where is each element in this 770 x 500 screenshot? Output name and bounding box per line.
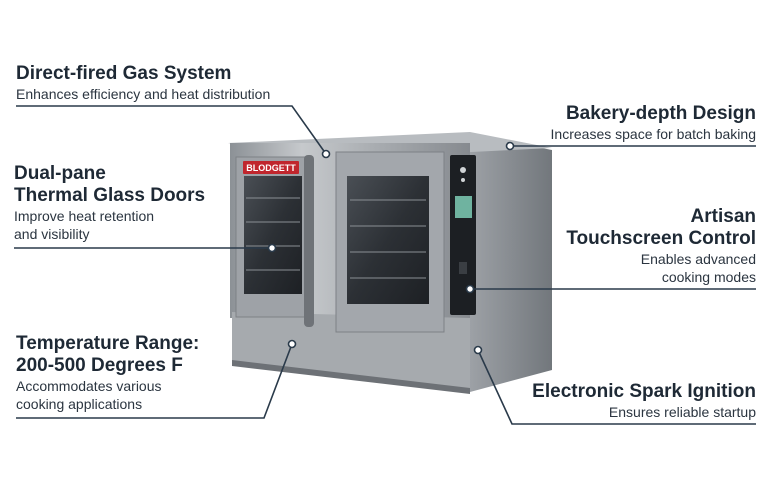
feature-description: Ensures reliable startup — [608, 404, 756, 420]
brand-logo: BLODGETT — [246, 163, 296, 173]
knob-icon — [461, 178, 465, 182]
feature-spark-ignition: Electronic Spark Ignition Ensures reliab… — [532, 381, 756, 421]
callout-lines — [14, 105, 756, 425]
knob-icon — [460, 167, 466, 173]
touchscreen — [455, 196, 472, 218]
control-panel — [450, 155, 476, 315]
callout-gas — [16, 105, 327, 155]
oven-base-shadow — [232, 360, 470, 394]
feature-description: and visibility — [14, 226, 90, 242]
right-door-glass — [347, 176, 429, 304]
feature-title: Direct-fired Gas System — [16, 63, 232, 84]
left-door-glass — [244, 176, 302, 294]
feature-title: Thermal Glass Doors — [14, 185, 206, 206]
feature-description: Increases space for batch baking — [550, 126, 756, 142]
power-switch — [459, 262, 467, 274]
callout-spark — [477, 349, 756, 425]
feature-description: Accommodates various — [16, 378, 162, 394]
feature-touchscreen: Artisan Touchscreen Control Enables adva… — [566, 206, 756, 286]
callout-temp — [16, 343, 293, 419]
feature-description: Enables advanced — [640, 251, 756, 267]
door-handle — [304, 155, 314, 327]
feature-title: Artisan — [690, 206, 756, 227]
feature-bakery-depth: Bakery-depth Design Increases space for … — [551, 103, 756, 143]
feature-temperature-range: Temperature Range: 200-500 Degrees F Acc… — [16, 333, 199, 413]
feature-description: cooking modes — [661, 269, 756, 285]
feature-title: Bakery-depth Design — [565, 103, 756, 124]
right-oven-racks — [350, 199, 426, 279]
brand-plate — [243, 161, 299, 174]
feature-description: cooking applications — [16, 396, 143, 412]
feature-title: Electronic Spark Ignition — [532, 381, 756, 402]
oven-side-panel — [470, 134, 552, 392]
feature-gas-system: Direct-fired Gas System Enhances efficie… — [16, 63, 270, 103]
feature-description: Improve heat retention — [14, 208, 155, 224]
feature-title: 200-500 Degrees F — [16, 355, 183, 376]
feature-title: Dual-pane — [14, 163, 106, 184]
feature-description: Enhances efficiency and heat distributio… — [16, 86, 271, 102]
feature-title: Touchscreen Control — [566, 228, 756, 249]
feature-title: Temperature Range: — [16, 333, 200, 354]
callout-dots — [267, 141, 515, 355]
feature-glass-doors: Dual-pane Thermal Glass Doors Improve he… — [14, 163, 205, 243]
